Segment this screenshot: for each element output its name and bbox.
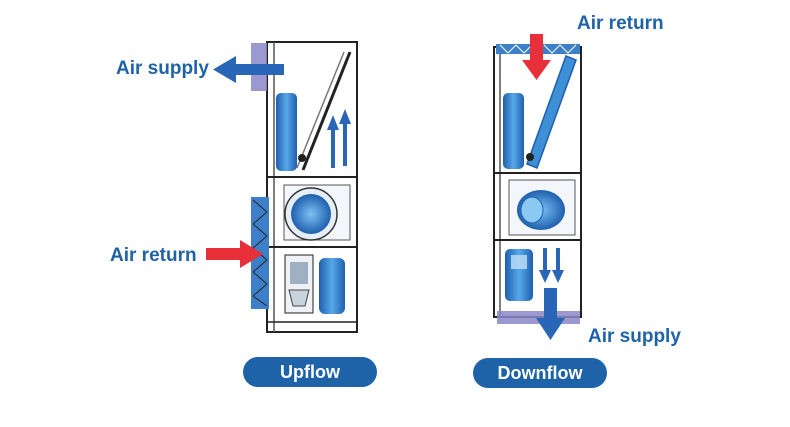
upflow-unit [206,41,358,333]
upflow-supply-arrow [213,56,284,83]
upflow-return-arrow [206,240,263,268]
upflow-fan [291,194,331,234]
downflow-air-return-label: Air return [577,13,664,34]
upflow-compressor [319,258,345,314]
upflow-button[interactable]: Upflow [243,357,377,387]
upflow-air-return-label: Air return [110,245,197,266]
upflow-air-supply-label: Air supply [116,58,209,79]
downflow-return-arrow [522,34,551,80]
downflow-supply-filter [497,311,580,324]
upflow-humidifier [276,93,297,171]
downflow-humidifier [503,93,524,169]
downflow-button[interactable]: Downflow [473,358,607,388]
upflow-internal-arrows [327,109,351,168]
downflow-unit [493,34,582,340]
downflow-air-supply-label: Air supply [588,326,681,347]
downflow-supply-arrow [536,288,565,340]
downflow-internal-arrows [539,248,564,283]
